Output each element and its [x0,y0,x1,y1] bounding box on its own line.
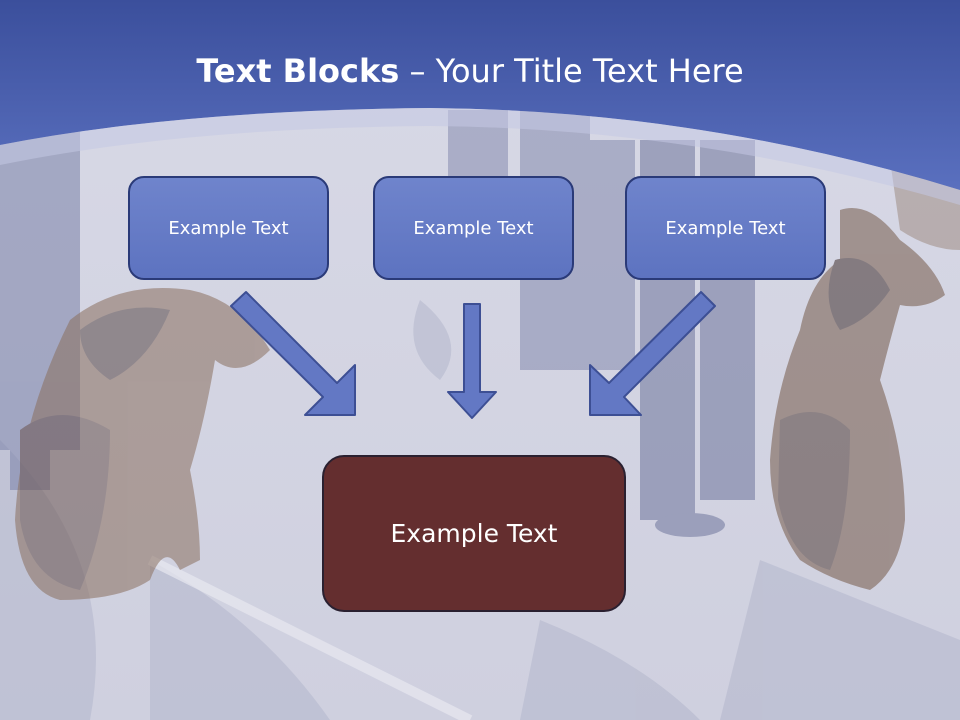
text-block-right[interactable]: Example Text [625,176,826,280]
arrow-left-diagonal [230,291,356,416]
title-bold-part: Text Blocks [196,52,400,90]
text-block-middle[interactable]: Example Text [373,176,574,280]
arrow-right-diagonal [589,291,716,416]
title-rest: Your Title Text Here [435,52,744,90]
title-dash: – [399,52,436,90]
slide-title: Text Blocks – Your Title Text Here [0,52,940,90]
text-block-left[interactable]: Example Text [128,176,329,280]
text-block-center[interactable]: Example Text [322,455,626,612]
arrow-middle-down [447,303,497,419]
